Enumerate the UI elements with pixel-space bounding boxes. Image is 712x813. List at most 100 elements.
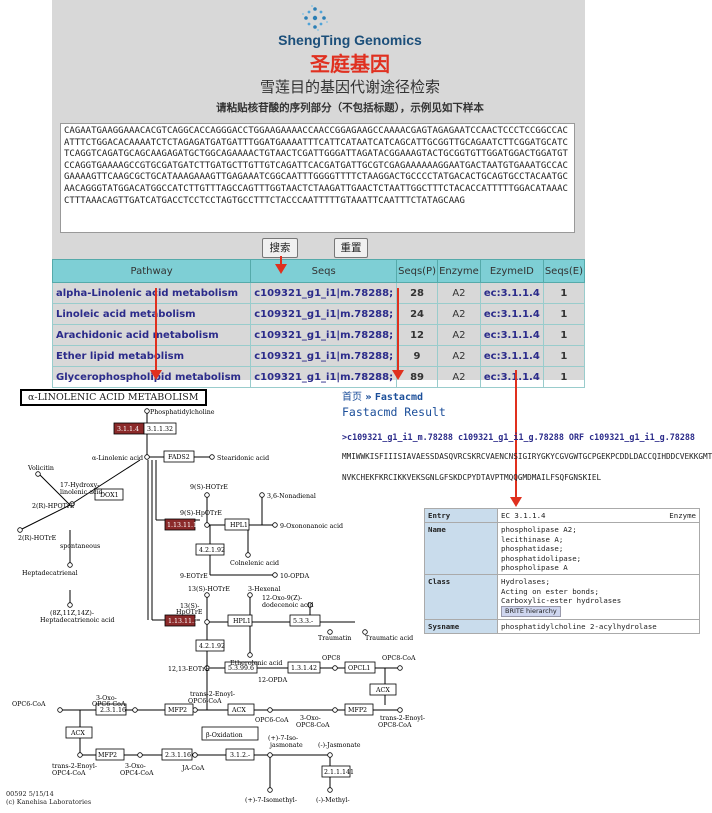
brand-name-cn: 圣庭基因	[310, 52, 390, 76]
table-row: Arachidonic acid metabolism c109321_g1_i…	[51, 324, 586, 346]
enzyme-box: MFP2	[98, 752, 117, 759]
column-header-ezyme-id: EzymeID	[479, 259, 544, 283]
enzyme-box-highlighted: 3.1.1.4	[117, 426, 139, 433]
protein-sequence-line: MMIWWKISFIIISIAVAESSDASQVRCSKRCVAENCNSIG…	[342, 452, 712, 461]
enzyme-cell: A2	[436, 303, 481, 325]
brand-name-en: ShengTing Genomics	[278, 32, 422, 48]
name-value: phospholipase A	[501, 563, 568, 573]
kegg-label: trans-2-Enoyl-	[52, 763, 97, 770]
sequence-input[interactable]: CAGAATGAAGGAAACACGTCAGGCACCAGGGACCTGGAAG…	[60, 123, 575, 233]
column-header-enzyme: Enzyme	[436, 259, 481, 283]
kegg-footer-version: 00592 5/15/14	[6, 790, 54, 798]
class-value: Carboxylic-ester hydrolases	[501, 596, 622, 606]
enzyme-cell: A2	[436, 366, 481, 388]
arrow-head-icon	[275, 264, 287, 274]
kegg-label: Etherolenic acid	[230, 660, 282, 667]
kegg-map-title: α-LINOLENIC ACID METABOLISM	[20, 389, 207, 406]
class-row: Class Hydrolases; Acting on ester bonds;…	[424, 574, 700, 621]
sheng-ting-logo-icon	[302, 5, 328, 31]
kegg-label: OPC8-CoA	[382, 655, 416, 662]
entry-row: Entry EC 3.1.1.4 Enzyme	[424, 507, 700, 524]
ezyme-id-link[interactable]: ec:3.1.1.4	[479, 282, 544, 304]
kegg-label: 3-Oxo-	[300, 715, 321, 722]
brite-hierarchy-button[interactable]: BRITE hierarchy	[501, 605, 561, 618]
kegg-label: OPC8-CoA	[296, 722, 330, 729]
annotation-arrow	[280, 256, 282, 266]
breadcrumb-separator: »	[365, 392, 372, 403]
enzyme-box: 4.2.1.92	[199, 643, 225, 650]
search-button[interactable]: 搜索	[262, 238, 298, 258]
kegg-label: 9-EOTrE	[180, 573, 208, 580]
seqs-p-cell: 24	[396, 303, 438, 325]
kegg-label: OPC4-CoA	[52, 770, 86, 777]
kegg-label: Traumatic acid	[365, 635, 413, 642]
kegg-label: OPC6-CoA	[92, 701, 126, 708]
ezyme-id-link[interactable]: ec:3.1.1.4	[479, 366, 544, 388]
kegg-label: OPC6-CoA	[188, 698, 222, 705]
enzyme-box: ACX	[70, 730, 85, 737]
name-value: phosphatidolipase;	[501, 553, 582, 563]
annotation-arrow	[155, 288, 157, 372]
kegg-label: 3-Oxo-	[96, 695, 117, 702]
seqs-e-cell: 1	[542, 303, 586, 325]
enzyme-box-highlighted: 1.13.11.12	[167, 522, 201, 529]
ezyme-id-link[interactable]: ec:3.1.1.4	[479, 303, 544, 325]
seqs-p-cell: 28	[396, 282, 438, 304]
enzyme-box: 2.3.1.16	[100, 707, 126, 714]
kegg-label: (-)-Methyl-	[316, 797, 350, 804]
sysname-row: Sysname phosphatidylcholine 2-acylhydrol…	[424, 619, 700, 635]
seqs-p-cell: 12	[396, 324, 438, 346]
pathway-link[interactable]: Ether lipid metabolism	[51, 345, 252, 367]
pathway-link[interactable]: alpha-Linolenic acid metabolism	[51, 282, 252, 304]
page-title: 雪莲目的基因代谢途径检索	[259, 78, 440, 96]
seqs-link[interactable]: c109321_g1_i1|m.78288;	[250, 303, 398, 325]
enzyme-box: 3.1.1.32	[147, 426, 173, 433]
enzyme-box: 5.3.99.6	[228, 665, 254, 672]
kegg-label: 12,13-EOTrE	[168, 666, 210, 673]
kegg-label: 12-Oxo-9(Z)-	[262, 595, 302, 602]
kegg-label: (+)-7-Isomethyl-	[245, 797, 297, 804]
column-header-seqs-p: Seqs(P)	[396, 259, 438, 283]
enzyme-box: HPL1	[230, 522, 248, 529]
enzyme-box: ACX	[231, 707, 246, 714]
sysname-value: phosphatidylcholine 2-acylhydrolase	[497, 619, 700, 635]
enzyme-cell: A2	[436, 324, 481, 346]
kegg-label: 3-Hexenal	[248, 586, 280, 593]
reset-button[interactable]: 重置	[334, 238, 368, 258]
pathway-link[interactable]: Arachidonic acid metabolism	[51, 324, 252, 346]
seqs-e-cell: 1	[542, 366, 586, 388]
protein-sequence-line: NVKCHEKFKRCIKKVEKSGNLGFSKDCPYDTAVPTMQQGM…	[342, 473, 602, 482]
seqs-link[interactable]: c109321_g1_i1|m.78288;	[250, 282, 398, 304]
kegg-label: HpOTrE	[176, 609, 203, 616]
column-header-pathway: Pathway	[51, 259, 252, 283]
kegg-label: 10-OPDA	[280, 573, 310, 580]
kegg-label: 3,6-Nonadienal	[267, 493, 316, 500]
kegg-label: 2(R)-HPOTrE	[32, 503, 75, 510]
name-value: lecithinase A;	[501, 534, 564, 544]
ezyme-id-link[interactable]: ec:3.1.1.4	[479, 324, 544, 346]
table-row: Linoleic acid metabolism c109321_g1_i1|m…	[51, 303, 586, 325]
kegg-label: (8Z,11Z,14Z)-	[50, 610, 94, 617]
seqs-link[interactable]: c109321_g1_i1|m.78288;	[250, 345, 398, 367]
name-value: phospholipase A2;	[501, 525, 577, 535]
kegg-label: α-Linolenic acid	[92, 455, 143, 462]
enzyme-box: 5.3.3.-	[293, 618, 313, 625]
kegg-label: 9(S)-HpOTrE	[180, 510, 222, 517]
seqs-p-cell: 89	[396, 366, 438, 388]
annotation-arrow	[515, 370, 517, 498]
enzyme-box: MFP2	[168, 707, 187, 714]
seqs-link[interactable]: c109321_g1_i1|m.78288;	[250, 324, 398, 346]
column-header-seqs-e: Seqs(E)	[542, 259, 586, 283]
table-header-row: Pathway Seqs Seqs(P) Enzyme EzymeID Seqs…	[51, 259, 586, 283]
enzyme-cell: A2	[436, 282, 481, 304]
kegg-label: OPC4-CoA	[120, 770, 154, 777]
arrow-head-icon	[510, 497, 522, 507]
breadcrumb-home-link[interactable]: 首页	[342, 392, 362, 403]
class-value: Acting on ester bonds;	[501, 586, 599, 596]
pathway-link[interactable]: Linoleic acid metabolism	[51, 303, 252, 325]
kegg-label: 13(S)-	[180, 603, 199, 610]
entry-value: EC 3.1.1.4 Enzyme	[497, 507, 700, 524]
name-key: Name	[424, 522, 498, 576]
ezyme-id-link[interactable]: ec:3.1.1.4	[479, 345, 544, 367]
enzyme-box: MFP2	[348, 707, 367, 714]
